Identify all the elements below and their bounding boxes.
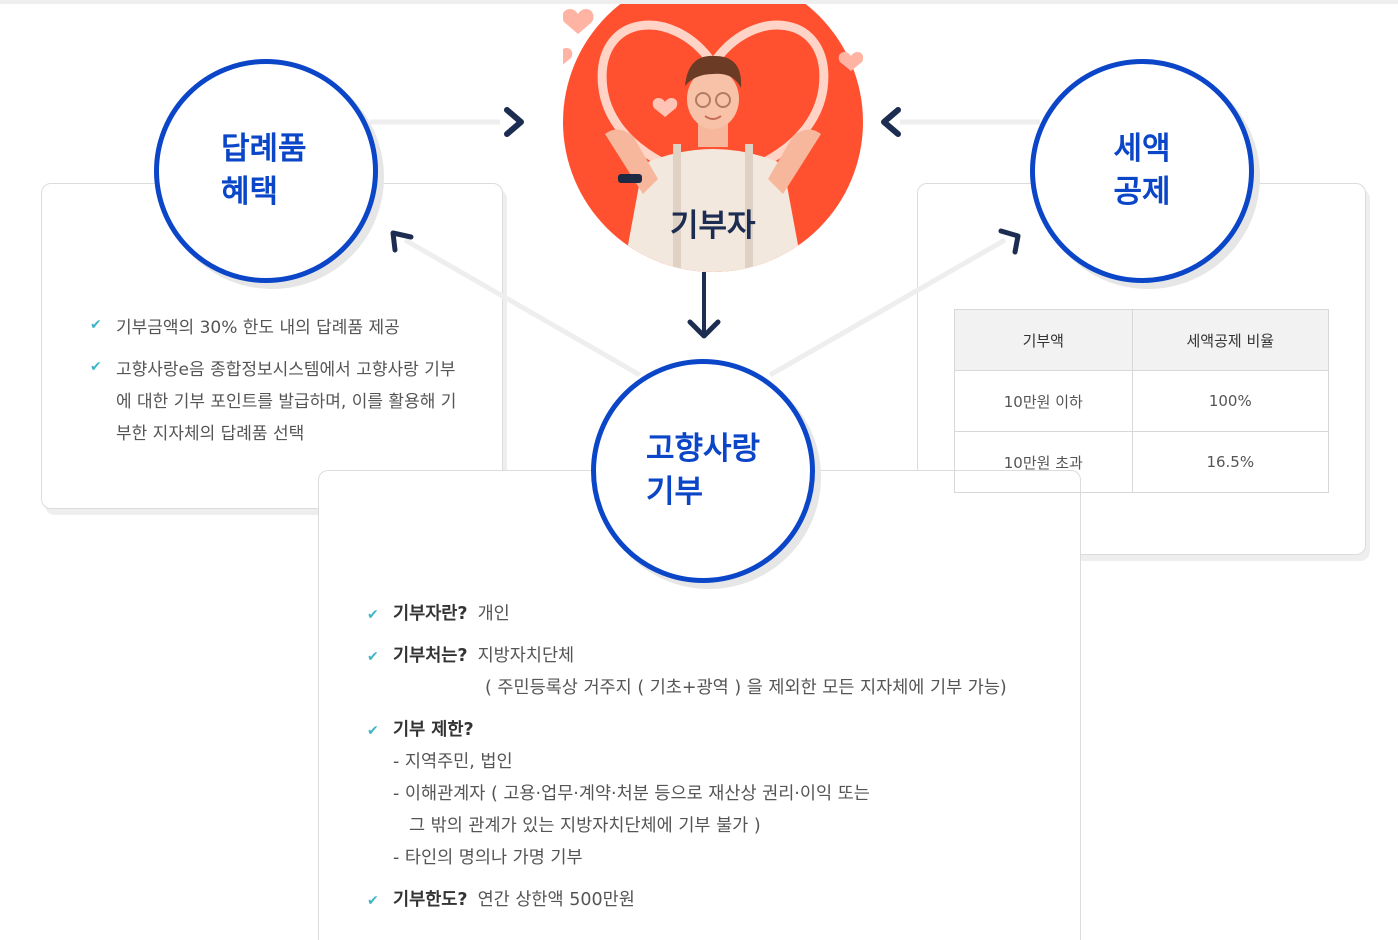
table-header: 기부액 (954, 309, 1133, 371)
table-row: 10만원 초과 16.5% (954, 431, 1330, 493)
connector-main-gift (403, 237, 642, 378)
check-icon: ✔ (367, 649, 379, 665)
heart-icon (563, 8, 594, 34)
arrow-up-left-icon (390, 230, 414, 253)
table-header: 세액공제 비율 (1131, 309, 1330, 371)
list-item: ✔ 고향사랑e음 종합정보시스템에서 고향사랑 기부에 대한 기부 포인트를 발… (90, 359, 457, 444)
check-icon: ✔ (367, 723, 379, 739)
info-where-note: ( 주민등록상 거주지 ( 기초+광역 ) 을 제외한 모든 지자체에 기부 가… (485, 678, 1007, 698)
gift-title-line2: 혜택 (221, 174, 279, 210)
hometown-donation-circle: 고향사랑 기부 (591, 359, 815, 583)
info-limit-2b: 그 밖의 관계가 있는 지방자치단체에 기부 불가 ) (409, 816, 761, 836)
check-icon: ✔ (367, 607, 379, 623)
tax-title-line2: 공제 (1113, 174, 1171, 210)
check-icon: ✔ (90, 359, 102, 375)
info-limit: ✔ 기부 제한? (367, 720, 474, 740)
donation-info: ✔ 기부자란?개인 ✔ 기부처는?지방자치단체 ( 주민등록상 거주지 ( 기초… (367, 598, 1047, 916)
check-icon: ✔ (90, 317, 102, 333)
info-limit-1: - 지역주민, 법인 (393, 752, 513, 772)
gift-title-line1: 답례품 (221, 131, 307, 167)
connector-main-tax (768, 237, 1007, 378)
table-cell: 10만원 이하 (954, 370, 1133, 432)
table-cell: 100% (1131, 370, 1330, 432)
tax-title-line1: 세액 (1113, 131, 1171, 167)
table-cell: 16.5% (1131, 431, 1330, 493)
gift-benefit-circle: 답례품 혜택 (154, 59, 378, 283)
heart-icon (563, 48, 573, 65)
donor-illustration (563, 4, 863, 272)
arrow-down-icon (687, 319, 721, 339)
arrow-up-right-icon (998, 228, 1021, 255)
table-cell: 10만원 초과 (954, 431, 1133, 493)
check-icon: ✔ (367, 893, 379, 909)
list-item: ✔ 기부금액의 30% 한도 내의 답례품 제공 (90, 317, 400, 338)
table-header-row: 기부액 세액공제 비율 (954, 309, 1330, 371)
info-cap: ✔ 기부한도?연간 상한액 500만원 (367, 890, 635, 910)
info-limit-3: - 타인의 명의나 가명 기부 (393, 848, 583, 868)
donor-label: 기부자 (670, 208, 756, 244)
tax-credit-table: 기부액 세액공제 비율 10만원 이하 100% 10만원 초과 16.5% (954, 309, 1330, 493)
heart-icon (652, 97, 678, 117)
main-title-line1: 고향사랑 (646, 431, 761, 467)
arrow-right-icon (504, 107, 524, 137)
gift-benefit-list: ✔ 기부금액의 30% 한도 내의 답례품 제공 ✔ 고향사랑e음 종합정보시스… (90, 312, 470, 460)
top-divider (0, 0, 1398, 4)
main-title-line2: 기부 (646, 474, 704, 510)
info-limit-2: - 이해관계자 ( 고용·업무·계약·처분 등으로 재산상 권리·이익 또는 (393, 784, 870, 804)
info-where: ✔ 기부처는?지방자치단체 (367, 646, 575, 666)
tax-credit-circle: 세액 공제 (1030, 59, 1254, 283)
table-row: 10만원 이하 100% (954, 370, 1330, 432)
arrow-left-icon (881, 107, 901, 137)
heart-icon (838, 52, 863, 71)
info-who: ✔ 기부자란?개인 (367, 604, 510, 624)
